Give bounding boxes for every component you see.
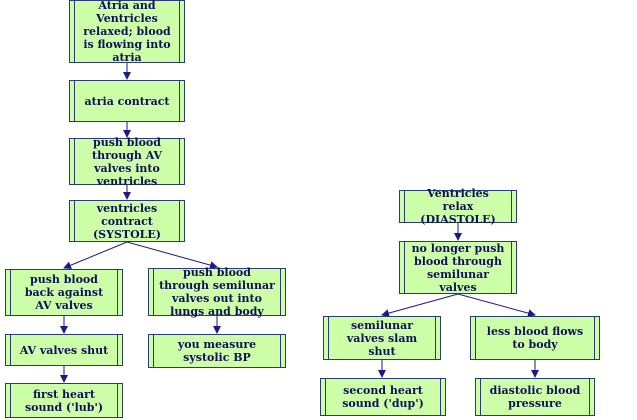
- node-ventricles-contract-systole: ventricles contract (SYSTOLE): [69, 200, 185, 242]
- arrow-r2-r3: [381, 293, 459, 317]
- node-ventricles-relax-diastole: Ventricles relax (DIASTOLE): [399, 187, 517, 226]
- node-semilunar-valves-shut: semilunar valves slam shut: [323, 316, 441, 360]
- node-first-heart-sound: first heart sound ('lub'): [5, 383, 123, 418]
- node-label: diastolic blood pressure: [489, 384, 581, 410]
- node-no-longer-push-blood: no longer push blood through semilunar v…: [399, 241, 517, 294]
- arrow-n4-n5: [63, 241, 128, 270]
- node-less-blood-flows: less blood flows to body: [470, 316, 600, 360]
- node-atria-ventricles-relaxed: Atria and Ventricles relaxed; blood is f…: [69, 0, 185, 64]
- node-diastolic-blood-pressure: diastolic blood pressure: [475, 378, 595, 416]
- node-label: push blood through semilunar valves out …: [159, 266, 275, 318]
- node-av-valves-shut: AV valves shut: [5, 334, 123, 366]
- node-label: you measure systolic BP: [177, 338, 257, 364]
- node-systolic-bp: you measure systolic BP: [148, 334, 286, 368]
- node-label: less blood flows to body: [486, 325, 584, 351]
- node-push-blood-av-valves: push blood through AV valves into ventri…: [69, 135, 185, 188]
- node-label: second heart sound ('dup'): [342, 384, 424, 410]
- node-label: Ventricles relax (DIASTOLE): [420, 187, 496, 226]
- node-label: no longer push blood through semilunar v…: [411, 241, 505, 294]
- node-push-blood-back: push blood back against AV valves: [5, 269, 123, 316]
- node-label: push blood back against AV valves: [24, 273, 104, 312]
- node-label: AV valves shut: [19, 343, 109, 357]
- node-second-heart-sound: second heart sound ('dup'): [320, 378, 446, 416]
- arrow-n4-n6: [126, 241, 218, 269]
- node-label: semilunar valves slam shut: [346, 318, 418, 358]
- node-label: ventricles contract (SYSTOLE): [92, 201, 162, 241]
- node-atria-contract: atria contract: [69, 80, 185, 122]
- node-label: atria contract: [84, 94, 170, 108]
- node-label: push blood through AV valves into ventri…: [92, 135, 162, 188]
- node-label: Atria and Ventricles relaxed; blood is f…: [83, 0, 171, 64]
- arrow-r2-r4: [457, 293, 536, 318]
- node-push-blood-semilunar: push blood through semilunar valves out …: [148, 266, 286, 318]
- node-label: first heart sound ('lub'): [24, 387, 104, 414]
